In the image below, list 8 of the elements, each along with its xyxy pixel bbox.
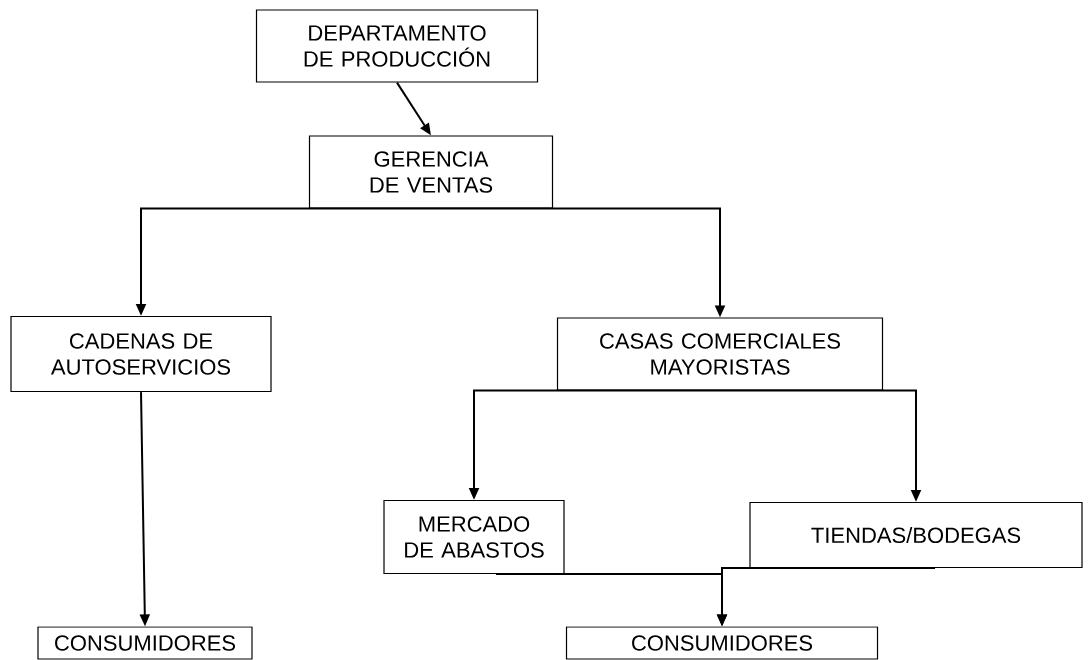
process-box: DEPARTAMENTO DE PRODUCCIÓN — [255, 9, 539, 83]
process-box: CONSUMIDORES — [37, 626, 253, 660]
process-box: TIENDAS/BODEGAS — [749, 501, 1083, 569]
process-box: GERENCIA DE VENTAS — [308, 135, 554, 209]
process-box: CONSUMIDORES — [565, 626, 879, 660]
process-box: CASAS COMERCIALES MAYORISTAS — [556, 317, 884, 391]
process-box: CADENAS DE AUTOSERVICIOS — [10, 315, 272, 393]
process-box: MERCADO DE ABASTOS — [383, 499, 565, 575]
